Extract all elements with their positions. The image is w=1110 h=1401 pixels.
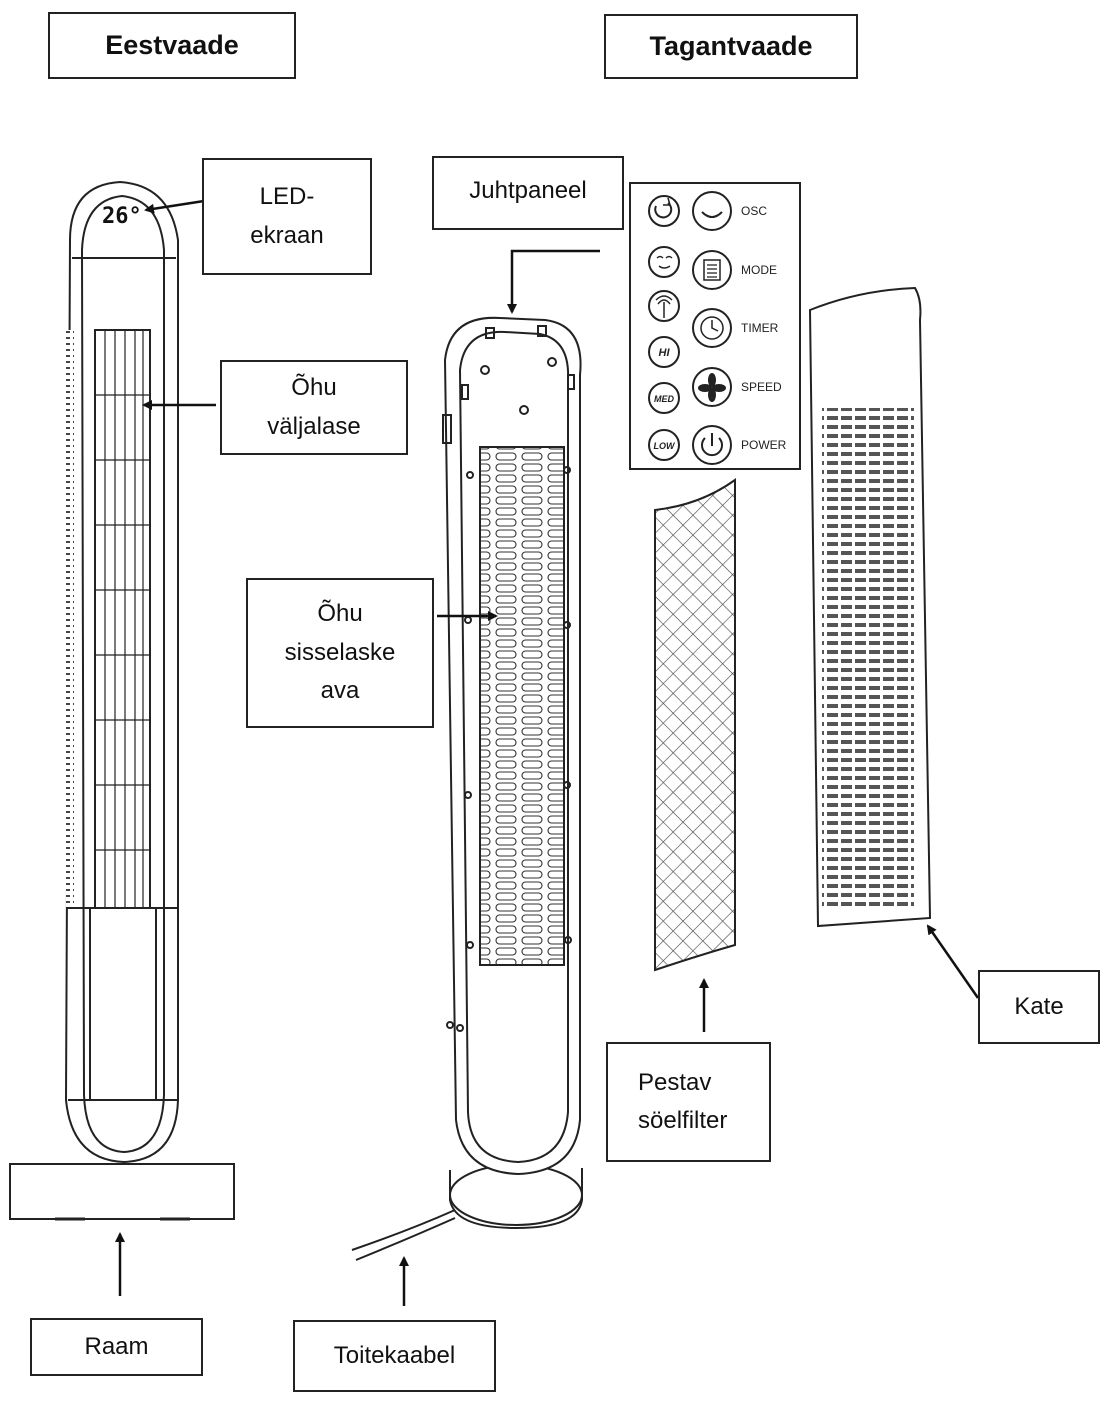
mode-label: MODE: [741, 263, 777, 277]
speed-label: SPEED: [741, 380, 782, 394]
oscillate-icon: [692, 191, 732, 231]
front-view-title: Eestvaade: [48, 12, 296, 79]
mode-icon: [692, 250, 732, 290]
back-view-fan: [351, 316, 583, 1261]
label-washable-filter: Pestav söelfilter: [606, 1042, 771, 1162]
low-indicator-text: LOW: [654, 441, 676, 451]
swing-indicator-icon: [648, 195, 680, 227]
label-frame: Raam: [30, 1318, 203, 1376]
sleep-indicator-icon: [648, 246, 680, 278]
label-power-cable: Toitekaabel: [293, 1320, 496, 1392]
led-display-readout: 26°: [102, 204, 142, 229]
cover-perforations: [822, 408, 914, 908]
low-indicator: [648, 429, 680, 461]
callout-arrows: [115, 199, 980, 1306]
back-view-title: Tagantvaade: [604, 14, 858, 79]
power-icon: [692, 425, 732, 465]
label-led-screen: LED- ekraan: [202, 158, 372, 275]
osc-label: OSC: [741, 204, 767, 218]
hi-indicator-text: HI: [659, 347, 671, 359]
timer-label: TIMER: [741, 321, 779, 335]
control-panel-detail: OSC MODE TIMER SPEED POWER HI MED LOW: [629, 182, 801, 470]
label-air-inlet: Õhu sisselaske ava: [246, 578, 434, 728]
label-cover: Kate: [978, 970, 1100, 1044]
timer-icon: [692, 308, 732, 348]
front-view-fan: [9, 180, 235, 1221]
med-indicator-text: MED: [654, 394, 675, 404]
hi-indicator: [648, 336, 680, 368]
natural-wind-indicator-icon: [648, 290, 680, 322]
label-air-outlet: Õhu väljalase: [220, 360, 408, 455]
med-indicator: [648, 382, 680, 414]
power-label: POWER: [741, 438, 787, 452]
mesh-filter-illustration: [654, 478, 736, 972]
fan-speed-icon: [692, 367, 732, 407]
label-control-panel: Juhtpaneel: [432, 156, 624, 230]
